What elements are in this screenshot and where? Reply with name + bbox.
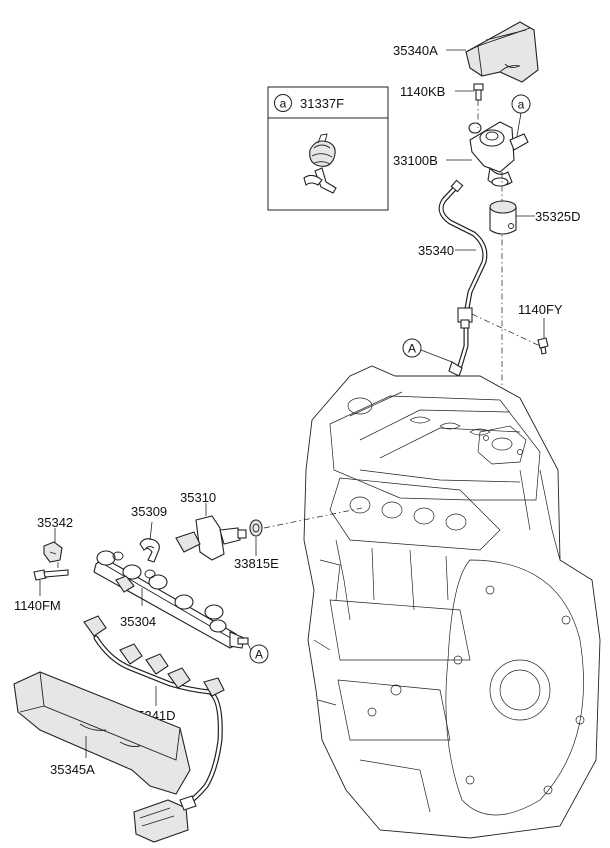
label-33815E: 33815E (234, 556, 279, 571)
pump-cover (465, 21, 539, 83)
label-35340A: 35340A (393, 43, 438, 58)
protector-35345A (13, 671, 191, 795)
label-1140KB: 1140KB (400, 84, 445, 99)
sensor-35342 (43, 541, 63, 563)
detail-box-circle (274, 94, 292, 112)
label-1140FM: 1140FM (14, 598, 61, 613)
callout-a-text: a (518, 98, 525, 112)
label-35340: 35340 (418, 243, 454, 258)
label-33100B: 33100B (393, 153, 438, 168)
label-35342: 35342 (37, 515, 73, 530)
clip-31337F (303, 133, 337, 194)
callout-circle-A-top (402, 338, 422, 358)
label-1140FY: 1140FY (518, 302, 563, 317)
bolt-1140KB (473, 83, 484, 101)
injector-35310 (175, 515, 247, 561)
label-35345A: 35345A (50, 762, 95, 777)
tappet-35325D (489, 200, 517, 235)
fuel-rail-35304 (93, 550, 249, 649)
callout-circle-A-bottom (249, 644, 269, 664)
callout-A-top-text: A (408, 342, 416, 356)
bolt-1140FY (537, 337, 549, 355)
fuel-line-35340 (438, 179, 488, 377)
wiring-harness-35341D (83, 615, 225, 843)
label-35304: 35304 (120, 614, 156, 629)
detail-box-part-number: 31337F (300, 96, 344, 111)
seal-33815E (249, 519, 263, 537)
callout-A-bottom-text: A (255, 648, 263, 662)
fuel-pump (468, 121, 529, 187)
clip-35309 (139, 538, 160, 563)
detail-box: a 31337F (267, 86, 389, 211)
engine-block (303, 365, 601, 839)
label-35309: 35309 (131, 504, 167, 519)
label-35310: 35310 (180, 490, 216, 505)
bolt-1140FM (33, 569, 69, 581)
detail-box-letter: a (280, 97, 287, 111)
label-35325D: 35325D (535, 209, 581, 224)
